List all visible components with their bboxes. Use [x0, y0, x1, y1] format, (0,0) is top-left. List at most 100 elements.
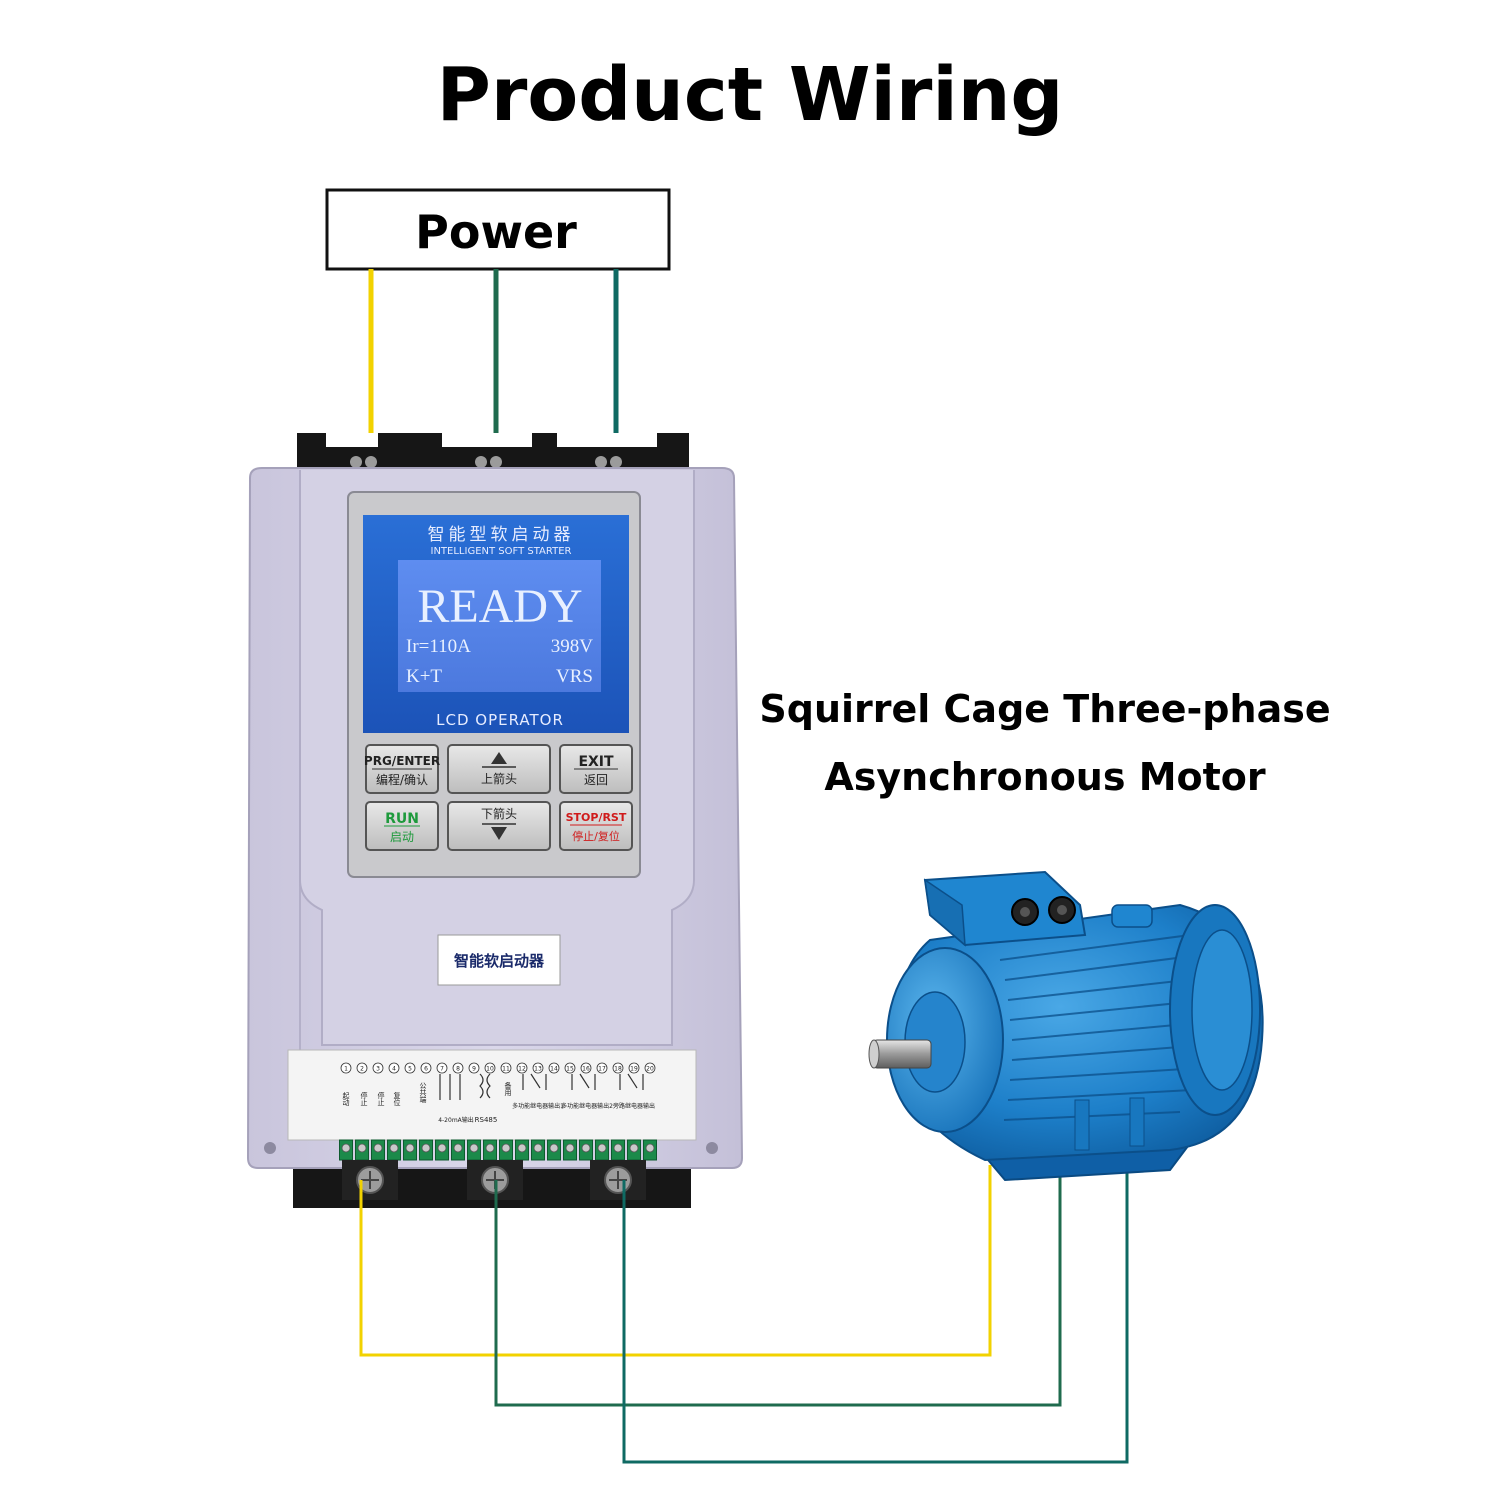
terminal-screw-icon: [453, 1143, 463, 1153]
terminal-label-common: 公共端: [419, 1082, 427, 1104]
terminal-number-marker: [644, 1062, 656, 1074]
terminal-label-start: 起动: [342, 1092, 350, 1107]
terminal-number-marker: [580, 1062, 592, 1074]
prg-enter-key[interactable]: PRG/ENTER 编程/确认: [364, 744, 440, 794]
prg-enter-key-label: PRG/ENTER: [364, 754, 440, 768]
terminal-number: 14: [550, 1066, 558, 1073]
stop-reset-key[interactable]: STOP/RST 停止/复位: [559, 801, 633, 851]
terminal-number: 11: [502, 1066, 510, 1073]
terminal-number-marker: [516, 1062, 528, 1074]
output-wire-a: [359, 1165, 992, 1357]
down-arrow-icon: [491, 827, 507, 840]
terminal-number: 18: [614, 1066, 622, 1073]
terminal-number: 7: [440, 1066, 444, 1073]
terminal-number-marker: [340, 1062, 352, 1074]
exit-key[interactable]: EXIT 返回: [559, 744, 633, 794]
down-arrow-key[interactable]: 下箭头: [447, 801, 551, 851]
terminal-label-reset: 复位: [393, 1091, 401, 1106]
stop-reset-key-label: STOP/RST: [566, 811, 627, 824]
exit-key-cn: 返回: [584, 773, 608, 787]
terminal-number-marker: [468, 1062, 480, 1074]
up-arrow-key[interactable]: 上箭头: [447, 744, 551, 794]
lcd-display: [398, 560, 601, 692]
terminal-number: 12: [518, 1066, 526, 1073]
terminal-number: 3: [376, 1066, 380, 1073]
terminal-number: 17: [598, 1066, 606, 1073]
terminal-number: 4: [392, 1066, 396, 1073]
page-title: Product Wiring: [437, 52, 1064, 138]
terminal-screw-icon: [517, 1143, 527, 1153]
terminal-label-relay1: 多功能继电器输出1: [512, 1102, 564, 1110]
terminal-label-spare: 备用: [504, 1081, 512, 1097]
terminal-number: 10: [486, 1066, 494, 1073]
terminal-label-4-20ma: 4-20mA输出: [438, 1116, 474, 1124]
power-box: [325, 188, 671, 271]
terminal-label-stop1: 停止: [360, 1091, 368, 1106]
terminal-number: 20: [646, 1066, 654, 1073]
terminal-screw-icon: [549, 1143, 559, 1153]
terminal-label-bypass: 旁路继电器输出: [613, 1102, 655, 1110]
control-terminal-row: [339, 1139, 657, 1161]
lcd-current: Ir=110A: [406, 636, 471, 657]
terminal-number-marker: [420, 1062, 432, 1074]
terminal-number: 15: [566, 1066, 574, 1073]
lcd-status: READY: [417, 580, 582, 633]
terminal-number-marker: [436, 1062, 448, 1074]
terminal-screw-icon: [645, 1143, 655, 1153]
terminal-number-marker: [548, 1062, 560, 1074]
terminal-number-marker: [404, 1062, 416, 1074]
terminal-screw-icon: [405, 1143, 415, 1153]
keypad: PRG/ENTER 编程/确认 上箭头 EXIT 返回 RUN: [364, 744, 633, 851]
output-wire-c: [622, 1155, 1129, 1464]
terminal-screw-icon: [373, 1143, 383, 1153]
terminal-screw-icon: [581, 1143, 591, 1153]
up-arrow-key-cn: 上箭头: [481, 771, 517, 786]
terminal-screw-icon: [469, 1143, 479, 1153]
terminal-screw-icon: [565, 1143, 575, 1153]
terminal-number-marker: [596, 1062, 608, 1074]
run-key[interactable]: RUN 启动: [365, 801, 439, 851]
motor-illustration: [868, 870, 1264, 1182]
terminal-screw-icon: [389, 1143, 399, 1153]
terminal-number: 1: [344, 1066, 348, 1073]
terminal-number-marker: [484, 1062, 496, 1074]
terminal-screw-icon: [629, 1143, 639, 1153]
terminal-screw-icon: [485, 1143, 495, 1153]
relay-symbols: [439, 1073, 644, 1100]
terminal-number: 13: [534, 1066, 542, 1073]
lcd-operator-label: LCD OPERATOR: [436, 711, 564, 729]
nameplate: [437, 934, 561, 986]
terminal-number-marker: [500, 1062, 512, 1074]
terminal-number-marker: [356, 1062, 368, 1074]
motor-shaft: [872, 1039, 932, 1069]
terminal-screw-icon: [501, 1143, 511, 1153]
lcd-code: VRS: [556, 666, 593, 687]
terminal-number: 6: [424, 1066, 428, 1073]
screen-title-en: INTELLIGENT SOFT STARTER: [431, 546, 572, 557]
terminal-number: 16: [582, 1066, 590, 1073]
output-terminal-screws: [342, 1160, 646, 1200]
terminal-number-marker: [372, 1062, 384, 1074]
terminal-label-strip: [287, 1049, 697, 1141]
terminal-number-marker: [452, 1062, 464, 1074]
terminal-screw-icon: [597, 1143, 607, 1153]
power-label: Power: [415, 205, 577, 259]
prg-enter-key-cn: 编程/确认: [376, 772, 428, 787]
motor-label-line2: Asynchronous Motor: [824, 755, 1266, 799]
terminal-number: 19: [630, 1066, 638, 1073]
terminal-labels: 起动 停止 停止 复位 公共端 4-20mA输出 RS485 备用 多功能继电器…: [342, 1081, 655, 1124]
terminal-number: 5: [408, 1066, 412, 1073]
terminal-label-rs485: RS485: [475, 1116, 498, 1124]
terminal-number-marker: [532, 1062, 544, 1074]
lcd-voltage: 398V: [551, 636, 594, 657]
output-wire-b: [494, 1155, 1062, 1407]
lcd-mode: K+T: [406, 666, 442, 687]
terminal-number: 9: [472, 1066, 476, 1073]
run-key-cn: 启动: [390, 830, 414, 844]
nameplate-text: 智能软启动器: [454, 952, 545, 970]
up-arrow-icon: [491, 752, 507, 764]
screen-title-cn: 智能型软启动器: [428, 525, 575, 545]
